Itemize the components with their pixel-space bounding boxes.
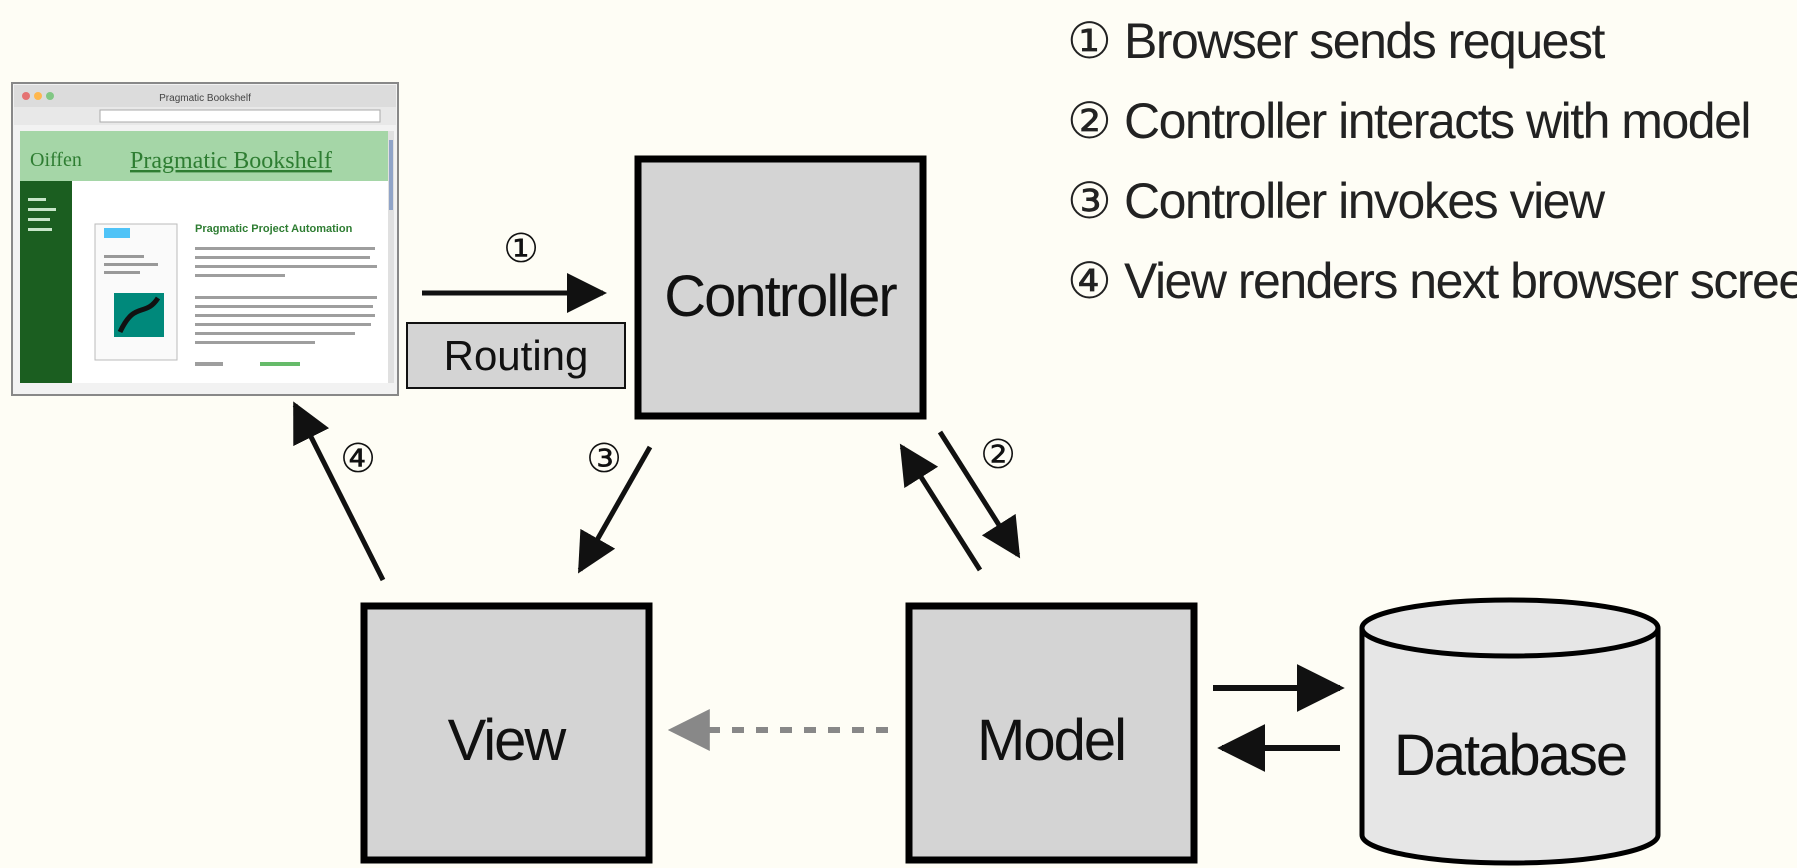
database-cylinder [1359, 597, 1661, 866]
legend-item-num: ② [1067, 93, 1110, 149]
browser-screenshot: Pragmatic Bookshelf Oiffen Pragmatic Boo… [11, 82, 399, 396]
legend-item-num: ④ [1067, 253, 1110, 309]
legend: ① Browser sends request ② Controller int… [1067, 13, 1797, 309]
step-3-label: ③ [586, 436, 622, 482]
legend-item-num: ③ [1067, 173, 1110, 229]
book-cover [94, 223, 178, 361]
arrow-from-model [899, 443, 983, 572]
legend-item-text: Controller invokes view [1124, 173, 1606, 229]
legend-item-num: ① [1067, 13, 1110, 69]
routing-label: Routing [444, 332, 589, 379]
arrow-invoke-view [577, 445, 653, 574]
controller-label: Controller [664, 264, 897, 329]
step-1-label: ① [503, 226, 539, 272]
legend-item: ② Controller interacts with model [1067, 93, 1752, 149]
browser-window-title: Pragmatic Bookshelf [159, 93, 251, 104]
legend-item-text: Browser sends request [1124, 13, 1605, 69]
legend-item: ④ View renders next browser screen [1067, 253, 1797, 309]
site-banner [20, 131, 388, 181]
arrow-render [292, 401, 386, 582]
legend-item-text: View renders next browser screen [1124, 253, 1797, 309]
legend-item-text: Controller interacts with model [1124, 93, 1750, 149]
browser-address-bar [99, 109, 381, 123]
routing-box [406, 322, 626, 389]
controller-box [634, 155, 927, 420]
step-2-label: ② [980, 432, 1016, 478]
site-sidebar [20, 181, 72, 383]
legend-item: ③ Controller invokes view [1067, 173, 1607, 229]
site-title: Pragmatic Bookshelf [130, 148, 332, 174]
step-4-label: ④ [340, 436, 376, 482]
model-label: Model [977, 708, 1125, 773]
view-box [360, 602, 653, 864]
window-maximize-icon [46, 92, 54, 100]
window-minimize-icon [34, 92, 42, 100]
book-heading: Pragmatic Project Automation [195, 223, 353, 235]
database-label: Database [1394, 723, 1626, 788]
window-close-icon [22, 92, 30, 100]
site-logo: Oiffen [30, 149, 82, 171]
arrow-to-model [937, 430, 1021, 559]
view-label: View [448, 708, 568, 773]
model-box [905, 602, 1198, 864]
legend-item: ① Browser sends request [1067, 13, 1607, 69]
